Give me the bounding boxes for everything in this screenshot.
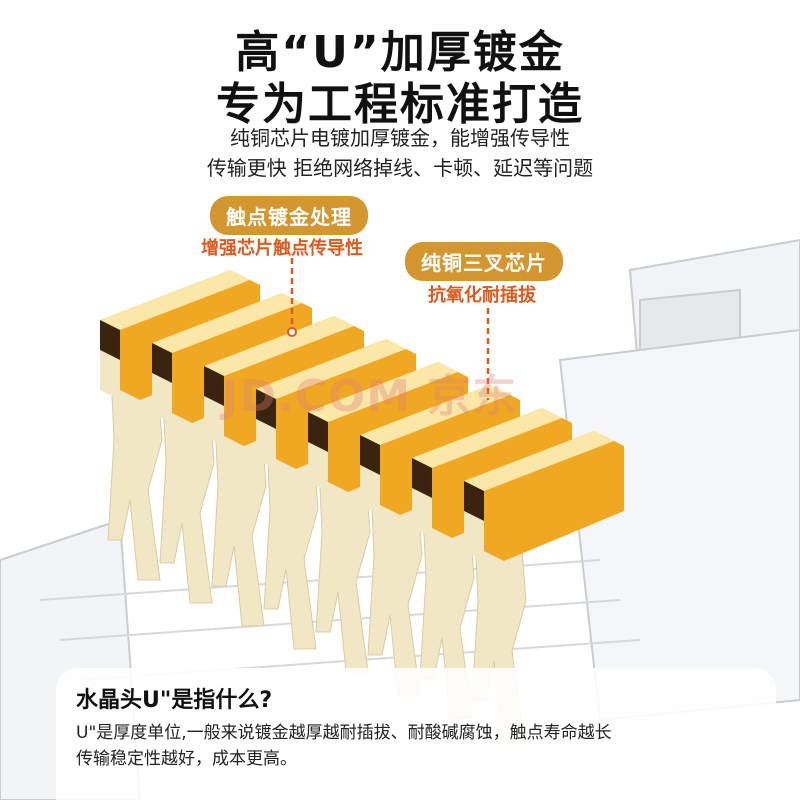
watermark: JD.COM 京东 xyxy=(222,371,518,422)
contact-pin xyxy=(100,270,260,581)
callout-note-copper-chip: 抗氧化耐插拔 xyxy=(428,285,536,306)
contact-pin xyxy=(360,385,520,696)
callout-badge-gold-plating: 触点镀金处理 xyxy=(210,196,368,235)
callout-note-gold-plating: 增强芯片触点传导性 xyxy=(201,238,363,259)
info-title: 水晶头U"是指什么? xyxy=(76,688,273,713)
info-text-line-2: 传输稳定性越好，成本更高。 xyxy=(76,749,297,769)
headline-line-1: 高“U”加厚镀金 xyxy=(235,27,565,78)
info-text-line-1: U"是厚度单位,一般来说镀金越厚越耐插拔、耐酸碱腐蚀，触点寿命越长 xyxy=(76,723,612,743)
callout-dot-1 xyxy=(287,327,297,337)
subtitle-line-1: 纯铜芯片电镀加厚镀金，能增强传导性 xyxy=(230,126,570,150)
subtitle-line-2: 传输更快 拒绝网络掉线、卡顿、延迟等问题 xyxy=(206,156,594,180)
info-box: 水晶头U"是指什么? U"是厚度单位,一般来说镀金越厚越耐插拔、耐酸碱腐蚀，触点… xyxy=(56,668,776,800)
callout-badge-copper-chip: 纯铜三叉芯片 xyxy=(405,242,563,281)
headline-line-2: 专为工程标准打造 xyxy=(216,79,584,130)
